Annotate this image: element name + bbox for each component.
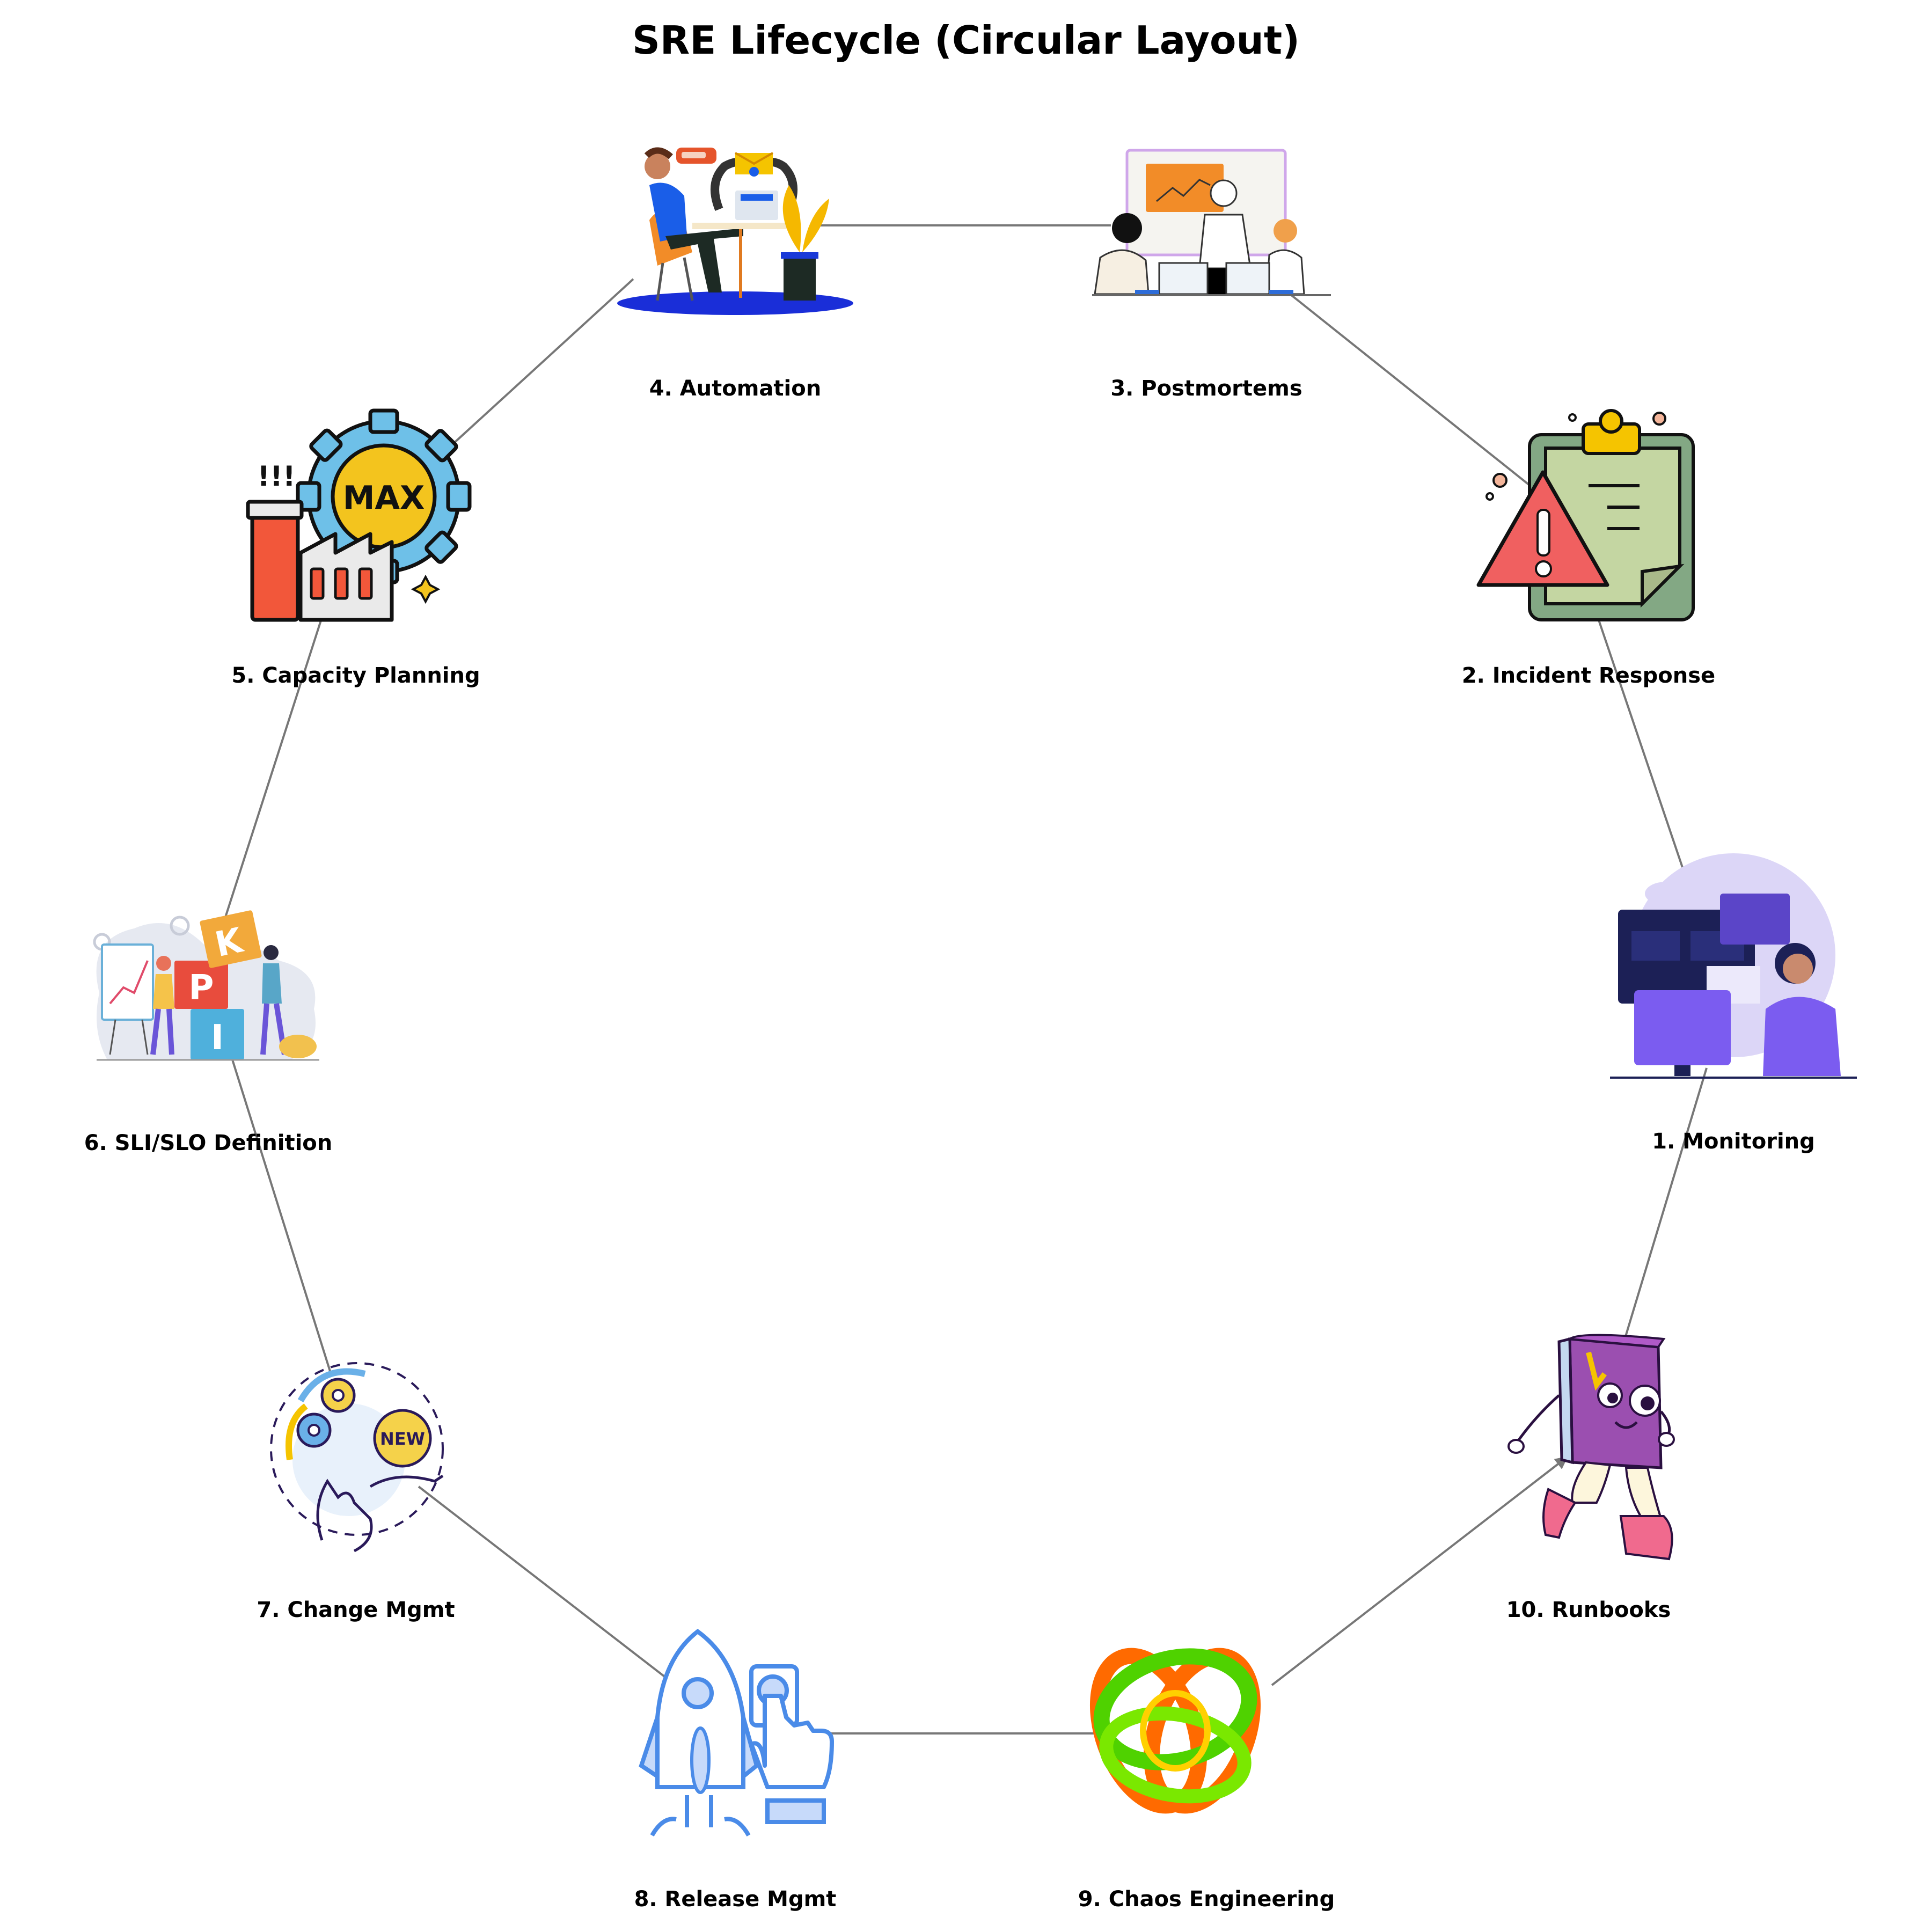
node-label-change-mgmt: 7. Change Mgmt xyxy=(257,1598,455,1622)
node-label-monitoring: 1. Monitoring xyxy=(1652,1129,1815,1154)
node-label-capacity-planning: 5. Capacity Planning xyxy=(231,663,480,688)
node-chaos-engineering: 9. Chaos Engineering xyxy=(1078,1648,1335,1912)
edge-automation-capacity xyxy=(444,278,634,452)
edge-monitoring-incident xyxy=(1579,566,1697,908)
node-postmortems: 3. Postmortems xyxy=(1092,149,1331,401)
edge-sli-change xyxy=(230,1054,331,1372)
node-label-runbooks: 10. Runbooks xyxy=(1506,1598,1671,1622)
edge-capacity-sli xyxy=(219,617,323,934)
monitoring-dashboard-illustration-icon xyxy=(1610,853,1857,1079)
svg-text:!!!: !!! xyxy=(257,460,295,493)
node-capacity-planning: MAX !!! 5. Capacity Planning xyxy=(231,408,480,688)
team-meeting-illustration-icon xyxy=(1092,149,1331,296)
node-label-automation: 4. Automation xyxy=(649,376,821,401)
svg-text:MAX: MAX xyxy=(343,479,425,517)
node-runbooks: 10. Runbooks xyxy=(1506,1334,1675,1622)
automation-robot-arms-illustration-icon xyxy=(617,147,853,315)
node-label-chaos-engineering: 9. Chaos Engineering xyxy=(1078,1887,1335,1912)
node-sli-slo-definition: I P K 6. SLI/SLO Definition xyxy=(84,910,333,1155)
svg-text:NEW: NEW xyxy=(380,1429,425,1449)
node-label-sli-slo-definition: 6. SLI/SLO Definition xyxy=(84,1131,333,1155)
node-change-mgmt: NEW 7. Change Mgmt xyxy=(257,1362,455,1622)
edge-incident-postmortems xyxy=(1287,291,1541,495)
kpi-blocks-illustration-icon: I P K xyxy=(93,910,319,1061)
diagram-title: SRE Lifecycle (Circular Layout) xyxy=(632,18,1300,63)
edges xyxy=(219,224,1708,1735)
gears-new-hands-illustration-icon: NEW xyxy=(270,1362,444,1553)
running-book-illustration-icon xyxy=(1507,1334,1675,1561)
node-incident-response: 2. Incident Response xyxy=(1462,409,1715,688)
svg-text:P: P xyxy=(189,968,214,1008)
rocket-launch-button-illustration-icon xyxy=(639,1629,834,1837)
clipboard-warning-illustration-icon xyxy=(1476,409,1695,621)
node-monitoring: 1. Monitoring xyxy=(1610,853,1857,1154)
node-release-mgmt: 8. Release Mgmt xyxy=(634,1629,837,1912)
node-automation: 4. Automation xyxy=(617,147,853,401)
svg-text:I: I xyxy=(211,1018,224,1058)
tangled-rings-illustration-icon xyxy=(1089,1648,1261,1814)
edge-runbooks-monitoring xyxy=(1620,1067,1708,1353)
node-label-postmortems: 3. Postmortems xyxy=(1110,376,1302,401)
node-label-release-mgmt: 8. Release Mgmt xyxy=(634,1887,837,1912)
factory-gear-max-illustration-icon: MAX !!! xyxy=(246,408,472,622)
node-label-incident-response: 2. Incident Response xyxy=(1462,663,1715,688)
edge-chaos-runbooks xyxy=(1271,1456,1568,1686)
